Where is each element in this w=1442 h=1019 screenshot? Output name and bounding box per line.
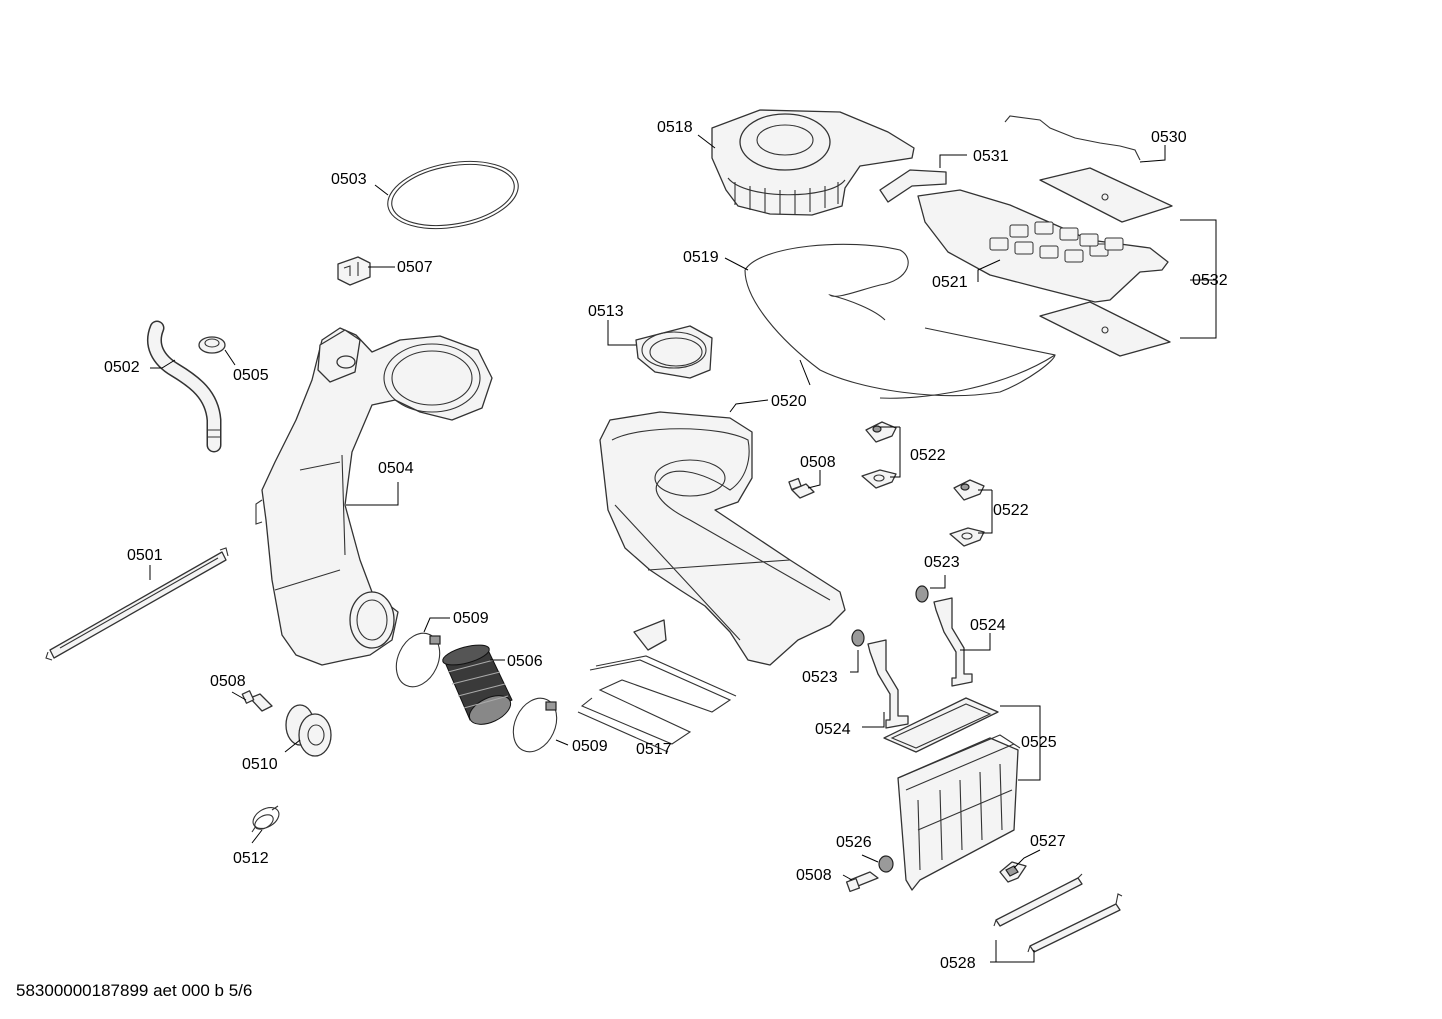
label-0520: 0520 xyxy=(771,393,807,410)
part-0512-clamp[interactable] xyxy=(249,803,282,833)
document-id: 58300000187899 aet 000 b 5/6 xyxy=(16,981,253,1000)
label-0507: 0507 xyxy=(397,259,433,276)
label-0508-bottom: 0508 xyxy=(796,867,832,884)
part-number-labels: 0503 0507 0502 0505 0504 0501 0508 0510 … xyxy=(104,119,1228,972)
part-0509-clamp-upper[interactable] xyxy=(388,626,448,694)
label-0531: 0531 xyxy=(973,148,1009,165)
part-0528-rail-lower[interactable] xyxy=(1027,893,1123,953)
label-0523-upper: 0523 xyxy=(924,554,960,571)
part-0523-grommet-upper[interactable] xyxy=(915,585,929,603)
part-0525-filter-box[interactable] xyxy=(897,734,1021,891)
label-0528: 0528 xyxy=(940,955,976,972)
part-0521-cover[interactable] xyxy=(917,189,1169,303)
part-0519-seal[interactable] xyxy=(744,243,1056,399)
part-0517-heater[interactable] xyxy=(577,619,737,753)
label-0512: 0512 xyxy=(233,850,269,867)
label-0505: 0505 xyxy=(233,367,269,384)
label-0503: 0503 xyxy=(331,171,367,188)
part-0524-bracket-lower[interactable] xyxy=(867,639,909,729)
label-0522-b: 0522 xyxy=(993,502,1029,519)
part-0522-gasket-b[interactable] xyxy=(949,527,985,547)
part-0503-ring[interactable] xyxy=(382,152,523,238)
leader-lines xyxy=(149,134,1217,963)
label-0524-upper: 0524 xyxy=(970,617,1006,634)
label-0522-a: 0522 xyxy=(910,447,946,464)
part-0520-air-duct[interactable] xyxy=(599,411,846,666)
label-0510: 0510 xyxy=(242,756,278,773)
label-0501: 0501 xyxy=(127,547,163,564)
part-0508-screw-left[interactable] xyxy=(241,690,273,712)
label-0504: 0504 xyxy=(378,460,414,477)
part-0513-ring[interactable] xyxy=(635,325,713,379)
label-0530: 0530 xyxy=(1151,129,1187,146)
part-0505-grommet[interactable] xyxy=(198,336,226,354)
part-0526-grommet[interactable] xyxy=(878,855,894,873)
part-0506-bellows[interactable] xyxy=(441,641,515,730)
part-0508-screw-bottom[interactable] xyxy=(845,871,879,893)
part-0501-rail[interactable] xyxy=(45,547,229,661)
part-0508-screw-middle[interactable] xyxy=(788,477,815,499)
part-0518-fan[interactable] xyxy=(711,109,915,216)
label-0508-left: 0508 xyxy=(210,673,246,690)
part-0528-rail-upper[interactable] xyxy=(993,873,1083,927)
part-0522-sensor-a[interactable] xyxy=(865,421,897,443)
label-0525: 0525 xyxy=(1021,734,1057,751)
label-0521: 0521 xyxy=(932,274,968,291)
label-0506: 0506 xyxy=(507,653,543,670)
part-0532-filter-lower[interactable] xyxy=(1039,301,1171,357)
part-0527-clip[interactable] xyxy=(999,861,1027,883)
part-0510-cap[interactable] xyxy=(285,704,332,757)
label-0519: 0519 xyxy=(683,249,719,266)
part-0524-bracket-upper[interactable] xyxy=(933,597,973,687)
part-0530-wire[interactable] xyxy=(1004,115,1141,161)
label-0509-upper: 0509 xyxy=(453,610,489,627)
label-0508-middle: 0508 xyxy=(800,454,836,471)
label-0502: 0502 xyxy=(104,359,140,376)
part-0504-duct-housing[interactable] xyxy=(255,327,493,666)
part-0502-hose[interactable] xyxy=(147,320,222,453)
part-0531-bracket[interactable] xyxy=(879,169,947,203)
part-0509-clamp-lower[interactable] xyxy=(505,691,565,759)
label-0509-lower: 0509 xyxy=(572,738,608,755)
part-0522-gasket-a[interactable] xyxy=(861,469,897,489)
label-0523-lower: 0523 xyxy=(802,669,838,686)
part-0523-grommet-lower[interactable] xyxy=(851,629,865,647)
label-0518: 0518 xyxy=(657,119,693,136)
label-0527: 0527 xyxy=(1030,833,1066,850)
part-0532-filter-upper[interactable] xyxy=(1039,167,1173,223)
label-0517: 0517 xyxy=(636,741,672,758)
part-0525-box-seal[interactable] xyxy=(883,697,999,753)
part-0507-clip[interactable] xyxy=(337,256,371,286)
label-0524-lower: 0524 xyxy=(815,721,851,738)
label-0513: 0513 xyxy=(588,303,624,320)
label-0526: 0526 xyxy=(836,834,872,851)
label-0532: 0532 xyxy=(1192,272,1228,289)
